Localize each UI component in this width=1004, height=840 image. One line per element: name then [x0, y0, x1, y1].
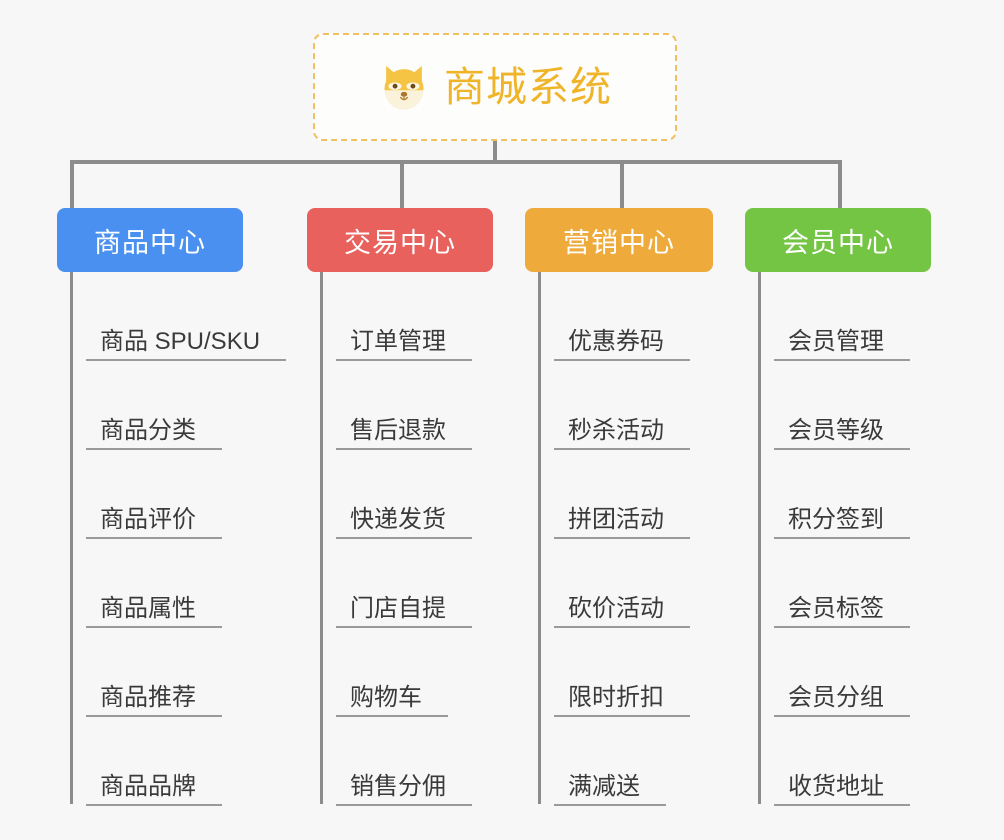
branch-header-label-2: 交易中心 [344, 227, 456, 258]
leaf-item[interactable]: 会员分组 [758, 628, 910, 717]
branch-header-4[interactable]: 会员中心 [745, 208, 931, 272]
leaf-item[interactable]: 商品分类 [70, 361, 286, 450]
leaf-list-1: 商品 SPU/SKU 商品分类商品评价商品属性商品推荐商品品牌 [70, 272, 287, 806]
leaf-list-2: 订单管理售后退款快递发货门店自提购物车销售分佣 [320, 272, 472, 806]
leaf-item[interactable]: 销售分佣 [320, 717, 472, 806]
root-title: 商城系统 [444, 63, 612, 110]
branch-header-2[interactable]: 交易中心 [307, 208, 493, 272]
leaf-item-label: 商品品牌 [86, 774, 222, 806]
leaf-item[interactable]: 商品 SPU/SKU [70, 272, 287, 361]
leaf-item[interactable]: 商品推荐 [70, 628, 286, 717]
leaf-item-label: 商品 SPU/SKU [86, 329, 287, 361]
branch-trunk-3 [538, 272, 541, 804]
leaf-item-label: 限时折扣 [554, 685, 690, 717]
leaf-item[interactable]: 门店自提 [320, 539, 472, 628]
branch-header-3[interactable]: 营销中心 [525, 208, 713, 272]
connector-root-stem [493, 141, 497, 163]
leaf-item[interactable]: 砍价活动 [538, 539, 690, 628]
leaf-item[interactable]: 秒杀活动 [538, 361, 690, 450]
leaf-item[interactable]: 满减送 [538, 717, 690, 806]
leaf-item-label: 销售分佣 [336, 774, 472, 806]
leaf-item-label: 秒杀活动 [554, 418, 690, 450]
leaf-item-label: 订单管理 [336, 329, 472, 361]
leaf-item-label: 购物车 [336, 685, 448, 717]
leaf-item[interactable]: 会员管理 [758, 272, 910, 361]
leaf-item-label: 商品评价 [86, 507, 222, 539]
branch-trunk-1 [70, 272, 73, 804]
leaf-item-label: 满减送 [554, 774, 666, 806]
leaf-item[interactable]: 购物车 [320, 628, 472, 717]
leaf-item[interactable]: 商品品牌 [70, 717, 286, 806]
leaf-item-label: 售后退款 [336, 418, 472, 450]
branch-header-label-3: 营销中心 [563, 227, 675, 258]
leaf-item[interactable]: 拼团活动 [538, 450, 690, 539]
branch-trunk-2 [320, 272, 323, 804]
branch-trunk-4 [758, 272, 761, 804]
leaf-item[interactable]: 商品属性 [70, 539, 286, 628]
leaf-item[interactable]: 会员等级 [758, 361, 910, 450]
leaf-item[interactable]: 收货地址 [758, 717, 910, 806]
branch-header-label-1: 商品中心 [94, 227, 206, 258]
connector-horizontal-bus [70, 160, 840, 164]
leaf-item[interactable]: 商品评价 [70, 450, 286, 539]
leaf-item[interactable]: 订单管理 [320, 272, 472, 361]
connector-drop-4 [838, 160, 842, 210]
leaf-item-label: 砍价活动 [554, 596, 690, 628]
leaf-item-label: 会员等级 [774, 418, 910, 450]
leaf-item-label: 商品分类 [86, 418, 222, 450]
leaf-item-label: 商品推荐 [86, 685, 222, 717]
connector-drop-3 [620, 160, 624, 210]
leaf-item-label: 收货地址 [774, 774, 910, 806]
connector-drop-1 [70, 160, 74, 210]
leaf-item-label: 会员分组 [774, 685, 910, 717]
leaf-item-label: 拼团活动 [554, 507, 690, 539]
leaf-list-3: 优惠券码秒杀活动拼团活动砍价活动限时折扣满减送 [538, 272, 690, 806]
leaf-item-label: 门店自提 [336, 596, 472, 628]
leaf-item-label: 积分签到 [774, 507, 910, 539]
leaf-item[interactable]: 售后退款 [320, 361, 472, 450]
leaf-item-label: 商品属性 [86, 596, 222, 628]
leaf-item[interactable]: 优惠券码 [538, 272, 690, 361]
shiba-dog-face-icon [384, 65, 424, 110]
branch-header-1[interactable]: 商品中心 [57, 208, 243, 272]
connector-drop-2 [400, 160, 404, 210]
leaf-item-label: 会员标签 [774, 596, 910, 628]
leaf-item-label: 优惠券码 [554, 329, 690, 361]
leaf-item[interactable]: 会员标签 [758, 539, 910, 628]
branch-header-label-4: 会员中心 [782, 227, 894, 258]
leaf-list-4: 会员管理会员等级积分签到会员标签会员分组收货地址 [758, 272, 910, 806]
leaf-item[interactable]: 快递发货 [320, 450, 472, 539]
leaf-item-label: 会员管理 [774, 329, 910, 361]
root-node[interactable]: 商城系统 [313, 33, 677, 141]
leaf-item[interactable]: 限时折扣 [538, 628, 690, 717]
leaf-item-label: 快递发货 [336, 507, 472, 539]
leaf-item[interactable]: 积分签到 [758, 450, 910, 539]
